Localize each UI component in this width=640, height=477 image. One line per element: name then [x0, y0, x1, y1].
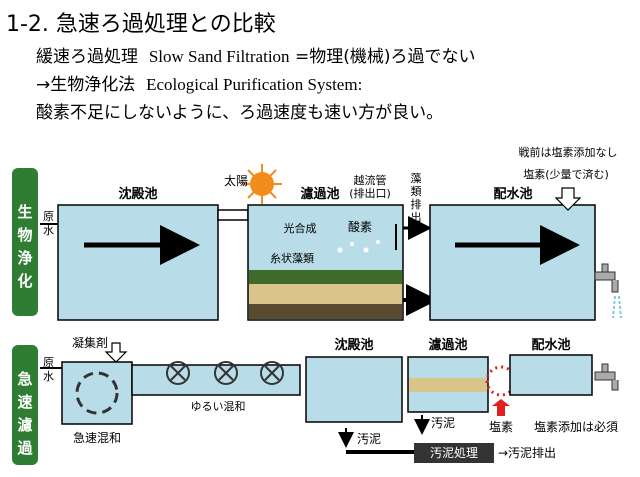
line2-jp: →生物浄化法 — [36, 75, 136, 95]
top-sedimentation-tank — [57, 204, 219, 321]
prewar-note: 戦前は塩素添加なし — [519, 145, 618, 159]
faucet-icon-bottom — [594, 363, 619, 391]
line1-tail: =物理(機械)ろ過でない — [294, 47, 476, 67]
faucet-icon-top — [594, 263, 622, 319]
bottom-raw-water-2: 水 — [43, 370, 54, 383]
coagulant-arrow — [104, 342, 128, 363]
rapid-mix-icon — [75, 371, 119, 415]
page-title: 1-2. 急速ろ過処理との比較 — [6, 12, 276, 37]
gravel-layer — [249, 304, 402, 319]
slow-mix-label: ゆるい混和 — [191, 400, 246, 413]
sludge-treatment-label: 汚泥処理 — [430, 446, 478, 460]
top-distribution-label: 配水池 — [493, 186, 532, 202]
algae-discharge-4: 出 — [411, 210, 422, 224]
bubble-1 — [337, 247, 343, 253]
sun-icon — [242, 164, 282, 204]
coagulant-label: 凝集剤 — [72, 335, 108, 350]
bottom-sand-layer — [409, 378, 487, 392]
sludge-label-2: 汚泥 — [431, 416, 455, 430]
bottom-filter-label: 濾過池 — [428, 337, 467, 353]
bottom-distribution-tank — [509, 354, 593, 396]
rapid-mix-tank — [61, 361, 133, 425]
bottom-section: 急 速 濾 過 原 水 凝集剤 急速混和 ゆるい混和 沈殿池 汚泥 濾過池 汚泥 — [12, 335, 619, 465]
algae-discharge-2: 類 — [411, 185, 422, 198]
bottom-sedimentation-tank — [305, 356, 403, 423]
line-slow-sand: 緩速ろ過処理 Slow Sand Filtration =物理(機械)ろ過でない — [36, 42, 475, 67]
slow-mix-icon-3 — [260, 361, 284, 385]
line1-en: Slow Sand Filtration — [148, 47, 290, 66]
top-filter-label: 濾過池 — [300, 186, 339, 202]
slow-mix-icon-2 — [214, 361, 238, 385]
bottom-raw-water-1: 原 — [43, 356, 54, 369]
line-oxygen-note: 酸素不足にしないように、ろ過速度も速い方が良い。 — [36, 103, 444, 123]
chlorine-small-note: 塩素(少量で済む) — [523, 167, 609, 181]
algae-discharge-3: 排 — [411, 197, 422, 211]
bottom-side-3: 濾 — [17, 416, 32, 434]
top-raw-water-2: 水 — [43, 224, 54, 237]
line-eco: →生物浄化法 Ecological Purification System: — [36, 70, 362, 95]
top-side-band — [12, 168, 38, 316]
top-side-3: 浄 — [17, 249, 32, 267]
bottom-side-2: 速 — [17, 393, 32, 411]
top-side-4: 化 — [17, 272, 32, 290]
chlorine-label: 塩素 — [489, 419, 513, 434]
sun-label: 太陽 — [224, 173, 248, 188]
top-section: 生 物 浄 化 原 水 沈殿池 太陽 濾過池 光合成 糸 — [12, 145, 622, 321]
bubble-2 — [350, 242, 354, 246]
bubble-4 — [376, 240, 380, 244]
bottom-distribution-label: 配水池 — [531, 337, 570, 353]
bottom-side-4: 過 — [16, 439, 33, 457]
photosynthesis-label: 光合成 — [284, 221, 317, 235]
oxygen-label: 酸素 — [348, 219, 372, 234]
rapid-mix-label: 急速混和 — [73, 430, 121, 445]
top-raw-water-1: 原 — [43, 210, 54, 223]
sludge-discharge-label: →汚泥排出 — [498, 446, 556, 460]
bottom-side-1: 急 — [17, 370, 32, 388]
bottom-sedimentation-label: 沈殿池 — [334, 337, 373, 353]
top-connect-pipe — [217, 209, 249, 221]
bottom-side-band — [12, 345, 38, 465]
line2-en: Ecological Purification System: — [146, 75, 363, 94]
top-side-1: 生 — [17, 203, 32, 221]
overflow-label: 越流管 — [354, 173, 387, 187]
chlorine-up-arrow — [492, 399, 510, 416]
algae-discharge-1: 藻 — [411, 172, 422, 185]
algae-layer — [249, 270, 402, 284]
sludge-treatment-box — [414, 443, 494, 463]
sand-layer — [249, 284, 402, 304]
overflow-sub-label: (排出口) — [349, 186, 391, 200]
chlorine-down-arrow-top — [554, 187, 582, 211]
line1-jp: 緩速ろ過処理 — [36, 47, 138, 67]
bubble-3 — [363, 247, 369, 253]
top-side-2: 物 — [17, 226, 32, 244]
chlorine-required-note: 塩素添加は必須 — [534, 419, 618, 434]
algae-label: 糸状藻類 — [270, 251, 314, 265]
slow-mix-icon-1 — [166, 361, 190, 385]
top-sedimentation-label: 沈殿池 — [118, 186, 157, 202]
sludge-label-1: 汚泥 — [357, 432, 381, 446]
top-distribution-tank — [429, 204, 596, 321]
